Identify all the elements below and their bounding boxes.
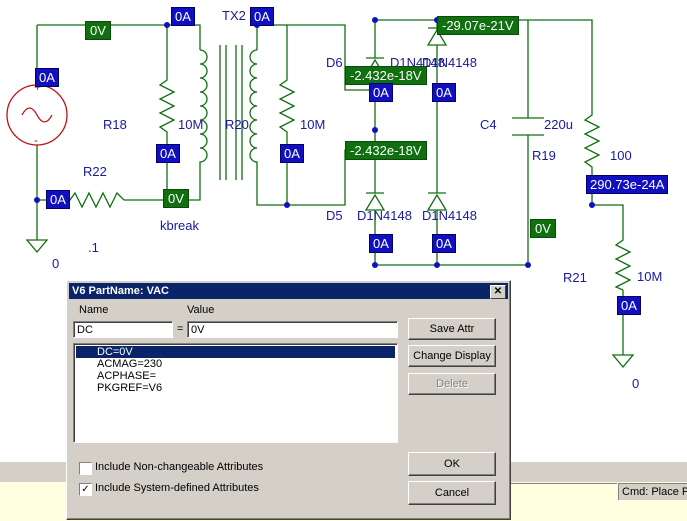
voltage-marker[interactable]: 0V	[163, 189, 189, 208]
r19-value: 100	[610, 148, 632, 163]
voltage-marker[interactable]: -2.432e-18V	[345, 141, 427, 160]
svg-text:-: -	[34, 133, 38, 147]
current-marker[interactable]: 0A	[369, 234, 393, 253]
resistor-symbols	[65, 75, 632, 291]
current-marker[interactable]: 0A	[35, 68, 59, 87]
d6-label: D6	[326, 55, 343, 70]
tx2-label: TX2	[222, 8, 246, 23]
voltage-marker[interactable]: -29.07e-21V	[437, 16, 519, 35]
capacitor-c4[interactable]	[512, 117, 544, 136]
current-marker[interactable]: 0A	[617, 296, 641, 315]
r22-value: .1	[88, 240, 99, 255]
equals-sign: =	[177, 323, 184, 335]
current-marker[interactable]: 290.73e-24A	[586, 175, 669, 194]
current-marker[interactable]: 0A	[432, 234, 456, 253]
delete-button[interactable]: Delete	[408, 373, 496, 395]
r18-value: 10M	[178, 117, 204, 132]
current-marker[interactable]: 0A	[432, 83, 456, 102]
attribute-item[interactable]: ACPHASE=	[97, 370, 156, 382]
voltage-marker[interactable]: 0V	[85, 21, 111, 40]
r21-value: 10M	[637, 269, 663, 284]
command-status: Cmd: Place Pa	[618, 483, 687, 500]
dialog-title[interactable]: V6 PartName: VAC	[69, 283, 508, 299]
transformer-tx2[interactable]	[199, 45, 258, 180]
close-icon: ✕	[493, 286, 503, 297]
ground-right-label: 0	[632, 376, 640, 391]
r18-label: R18	[103, 117, 127, 132]
non-changeable-checkbox[interactable]	[79, 462, 92, 475]
value-header: Value	[187, 304, 215, 316]
system-defined-label: Include System-defined Attributes	[95, 482, 259, 494]
c4-value: 220u	[544, 117, 573, 132]
r22-label: R22	[83, 164, 107, 179]
r20-label: R20	[225, 117, 249, 132]
attributes-dialog: V6 PartName: VAC ✕ Name Value DC = 0V DC…	[66, 280, 511, 520]
current-marker[interactable]: 0A	[156, 144, 180, 163]
current-marker[interactable]: 0A	[280, 144, 304, 163]
d5-label: D5	[326, 208, 343, 223]
node-dots	[34, 17, 595, 268]
attribute-item[interactable]: PKGREF=V6	[97, 382, 163, 394]
ground-left-label: 0	[52, 256, 60, 271]
change-display-button[interactable]: Change Display	[408, 345, 496, 367]
status-panel	[510, 483, 617, 500]
cancel-button[interactable]: Cancel	[408, 481, 496, 505]
d-top-b-label: D1N4148	[422, 55, 477, 70]
d-bot-a-label: D1N4148	[357, 208, 412, 223]
current-marker[interactable]: 0A	[171, 7, 195, 26]
r21-label: R21	[563, 270, 587, 285]
svg-text:+: +	[34, 80, 41, 94]
name-header: Name	[79, 304, 109, 316]
current-marker[interactable]: 0A	[369, 83, 393, 102]
attribute-item[interactable]: ACMAG=230	[97, 358, 163, 370]
d-bot-b-label: D1N4148	[422, 208, 477, 223]
c4-label: C4	[480, 117, 497, 132]
kbreak-label: kbreak	[160, 218, 200, 233]
r20-value: 10M	[300, 117, 326, 132]
value-field[interactable]: 0V	[187, 321, 398, 338]
r19-label: R19	[532, 148, 556, 163]
check-icon: ✓	[81, 484, 90, 495]
ground-symbols	[25, 239, 635, 369]
non-changeable-label: Include Non-changeable Attributes	[95, 461, 264, 473]
attribute-item[interactable]: DC=0V	[76, 346, 395, 358]
name-field[interactable]: DC	[73, 321, 173, 338]
close-button[interactable]: ✕	[490, 285, 506, 299]
voltage-marker[interactable]: 0V	[530, 219, 556, 238]
system-defined-checkbox[interactable]: ✓	[79, 483, 92, 496]
current-marker[interactable]: 0A	[250, 7, 274, 26]
attribute-list[interactable]: DC=0V ACMAG=230 ACPHASE= PKGREF=V6	[73, 343, 398, 443]
current-marker[interactable]: 0A	[46, 190, 70, 209]
ac-source-v6[interactable]: + -	[6, 80, 68, 147]
ok-button[interactable]: OK	[408, 452, 496, 476]
save-attr-button[interactable]: Save Attr	[408, 318, 496, 340]
